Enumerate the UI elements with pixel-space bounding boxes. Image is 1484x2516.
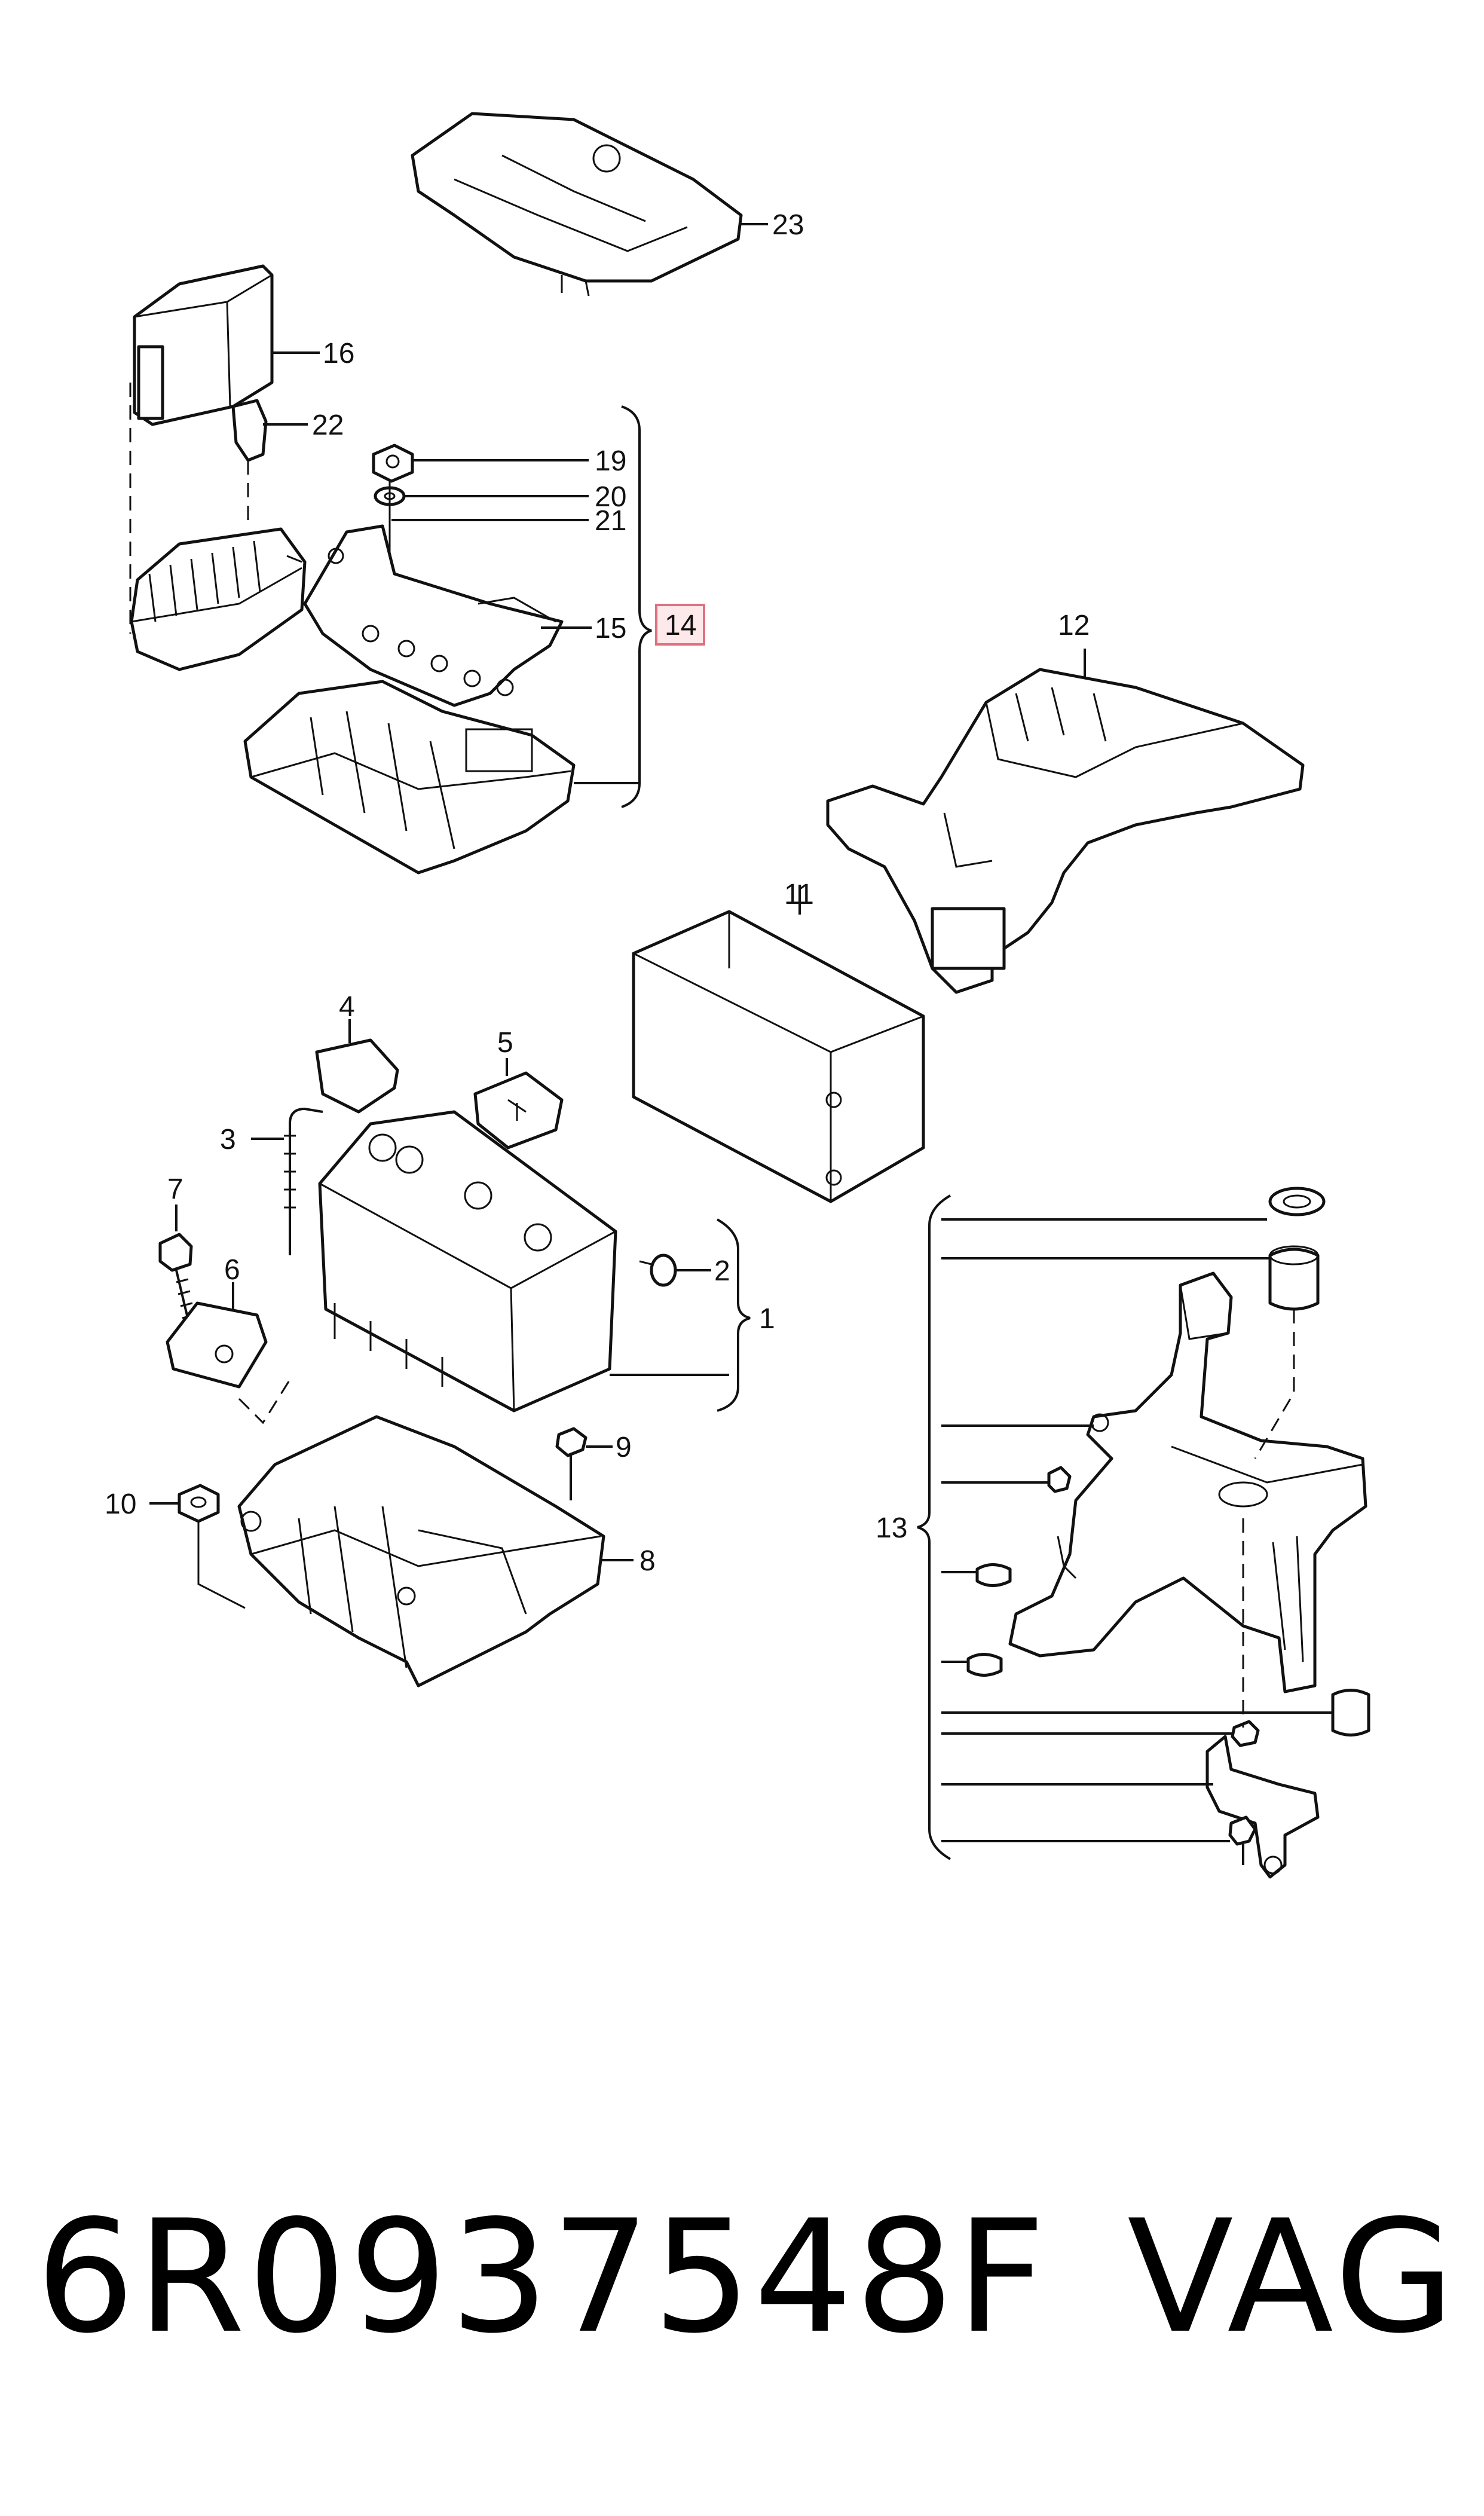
part-5-positive-cover [473, 1071, 564, 1150]
part-number-label: 6R0937548F [36, 2187, 1048, 2368]
callout-14: 14 [665, 610, 696, 641]
callout-19: 19 [595, 445, 626, 477]
part-7-bolt [158, 1233, 195, 1334]
callout-9: 9 [616, 1432, 632, 1463]
callout-10: 10 [105, 1488, 136, 1520]
part-10-nut [178, 1484, 220, 1523]
part-11-insulation-box [632, 910, 925, 1203]
callout-2: 2 [714, 1255, 730, 1287]
part-22-fuse [231, 399, 268, 462]
part-19-nut [372, 444, 414, 483]
footer: 6R0937548F VAG [36, 2188, 1458, 2367]
part-4-terminal-cover [315, 1038, 399, 1114]
callout-3: 3 [220, 1124, 236, 1155]
part-15-busbar [303, 524, 564, 707]
callout-11: 11 [784, 879, 814, 910]
fuse-box-tray [243, 680, 576, 875]
callout-22: 22 [312, 409, 344, 441]
part-2-plug [639, 1254, 677, 1287]
callout-1: 1 [759, 1303, 775, 1335]
battery [318, 1110, 617, 1413]
callout-14-box[interactable]: 14 [655, 604, 705, 646]
callout-8: 8 [640, 1545, 656, 1577]
part-13-bracket-assembly [966, 1187, 1370, 1879]
callout-15: 15 [595, 613, 626, 644]
part-6-clamp [166, 1301, 268, 1389]
callout-6: 6 [224, 1254, 240, 1286]
brand-label: VAG [1127, 2187, 1458, 2368]
part-3-vent-hose [284, 1107, 323, 1255]
callout-20: 20 [595, 481, 626, 513]
fuse-holder-base [130, 527, 307, 671]
part-16-relay [133, 264, 274, 426]
callout-5: 5 [497, 1027, 513, 1059]
part-23-cover [411, 112, 743, 296]
part-9-screw [555, 1427, 588, 1500]
part-8-battery-tray [237, 1415, 605, 1687]
callout-4: 4 [339, 991, 355, 1023]
part-12-battery-tray-cover [826, 668, 1305, 994]
callout-21: 21 [595, 505, 626, 537]
callout-7: 7 [167, 1173, 183, 1205]
callout-13: 13 [876, 1512, 907, 1544]
callout-16: 16 [323, 338, 354, 369]
callout-23: 23 [772, 209, 804, 241]
callout-12: 12 [1058, 610, 1090, 641]
